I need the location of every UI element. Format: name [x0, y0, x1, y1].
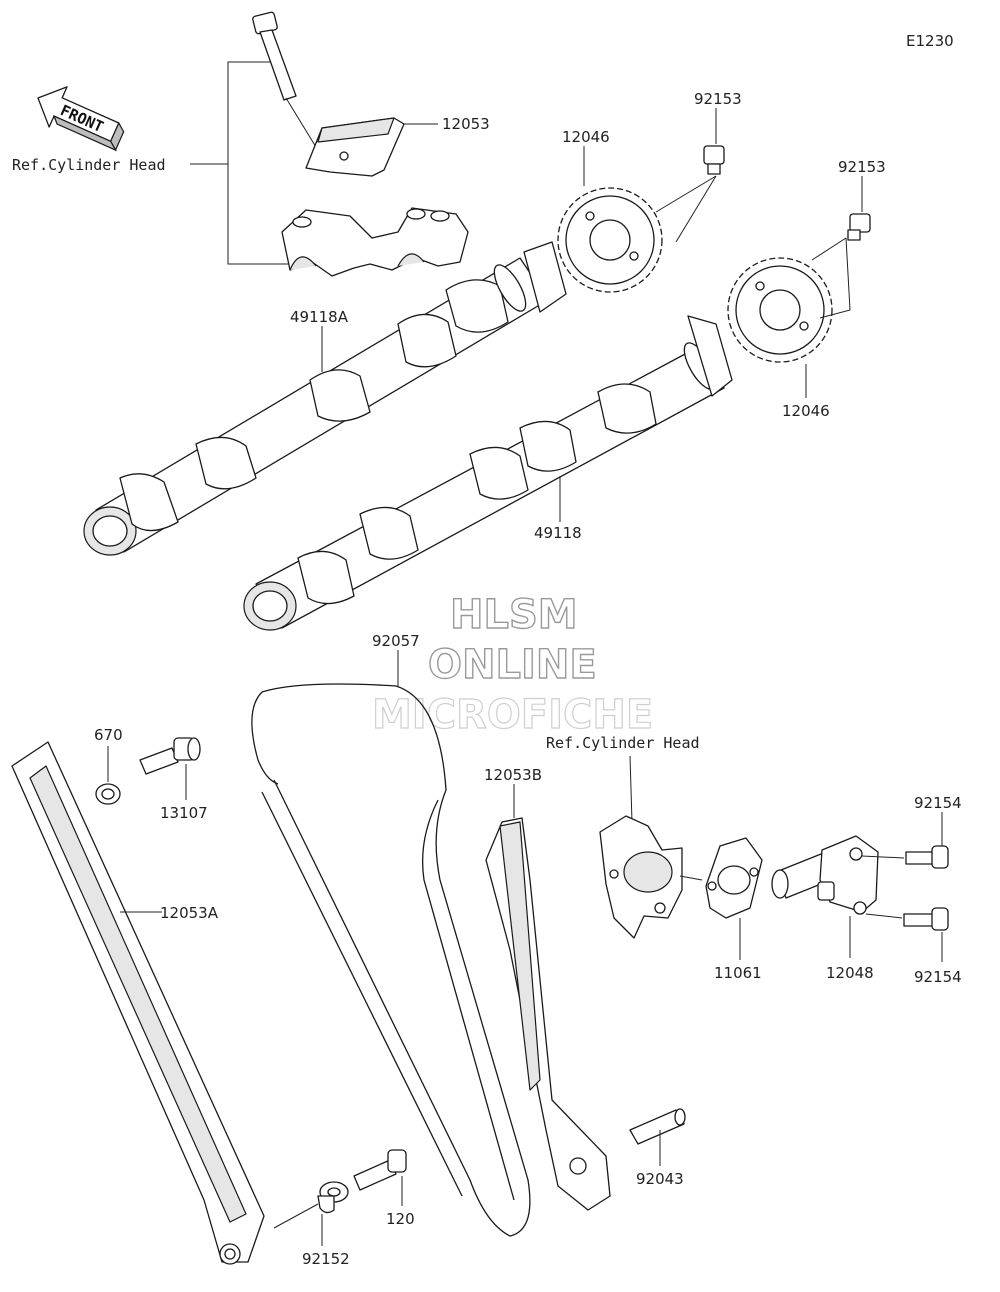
watermark-line1: HLSM	[450, 592, 578, 638]
sprocket-12046-lower	[727, 257, 833, 363]
front-arrow-icon: FRONT	[37, 86, 125, 152]
label-49118: 49118	[534, 524, 582, 542]
label-92152: 92152	[302, 1250, 350, 1268]
label-12053A: 12053A	[160, 904, 219, 922]
figure-code: E1230	[906, 32, 954, 50]
cam-chain-tensioner-12048	[771, 835, 879, 915]
bolt-120	[353, 1149, 407, 1191]
camshaft-49118	[243, 315, 733, 631]
bolt-92154-lower	[903, 907, 949, 931]
label-12046-b: 12046	[782, 402, 830, 420]
label-12053B: 12053B	[484, 766, 542, 784]
pin-92043	[629, 1108, 686, 1145]
label-670: 670	[94, 726, 123, 744]
camshaft-cap-holder	[281, 207, 469, 277]
label-13107: 13107	[160, 804, 208, 822]
label-92154-a: 92154	[914, 794, 962, 812]
gasket-11061	[705, 837, 763, 919]
sprocket-12046-upper	[557, 187, 663, 293]
camshaft-49118A	[83, 241, 567, 556]
watermark-line2: ONLINE	[428, 642, 597, 688]
label-11061: 11061	[714, 964, 762, 982]
cylinder-head-section	[599, 815, 683, 939]
label-12048: 12048	[826, 964, 874, 982]
label-92154-b: 92154	[914, 968, 962, 986]
washer-670	[95, 783, 121, 805]
tensioner-guide-12053B	[485, 817, 611, 1211]
label-92057: 92057	[372, 632, 420, 650]
bolt-92154-upper	[905, 845, 949, 869]
bolt-92153-upper	[703, 145, 725, 175]
chain-guide-12053A	[11, 741, 265, 1265]
label-49118A: 49118A	[290, 308, 349, 326]
bolt-92153-lower	[847, 213, 871, 241]
bolt-13107	[139, 737, 201, 775]
watermark-line3: MICROFICHE	[372, 692, 653, 738]
collar-92152	[317, 1181, 349, 1214]
label-92153-b: 92153	[838, 158, 886, 176]
label-12053: 12053	[442, 115, 490, 133]
ref-bracket-top	[190, 61, 292, 265]
label-120: 120	[386, 1210, 415, 1228]
ref-cylinder-head-top: Ref.Cylinder Head	[12, 156, 166, 174]
long-bolt	[252, 11, 331, 171]
watermark: HLSM ONLINE MICROFICHE	[371, 591, 653, 738]
label-92153-a: 92153	[694, 90, 742, 108]
part-12053-upper-guide	[305, 117, 405, 177]
label-92043: 92043	[636, 1170, 684, 1188]
label-12046-a: 12046	[562, 128, 610, 146]
cam-chain-92057	[251, 683, 531, 1237]
ref-cylinder-head-right: Ref.Cylinder Head	[546, 734, 700, 752]
